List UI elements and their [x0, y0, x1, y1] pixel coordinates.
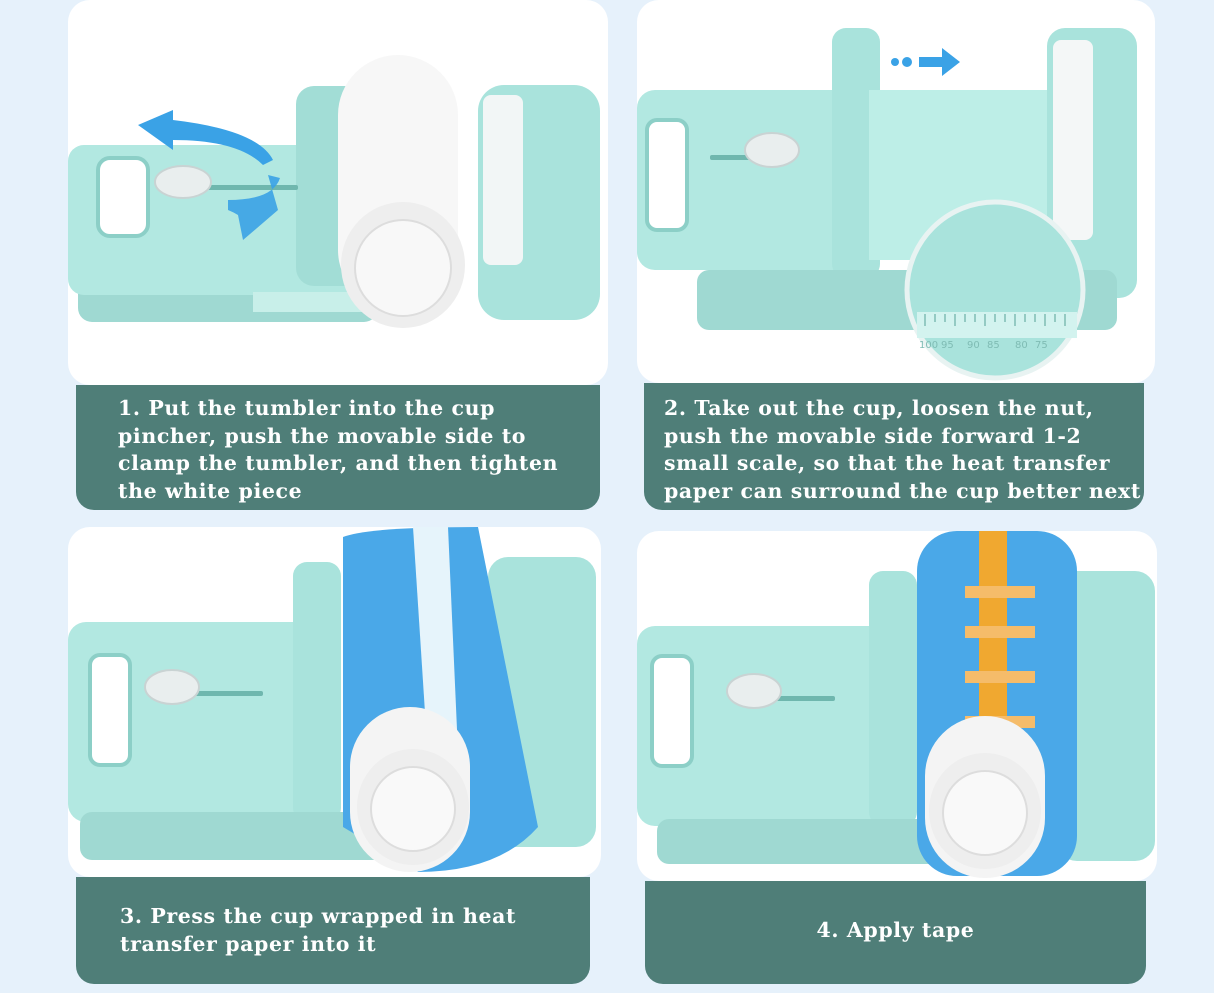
- step-1-text: 1. Put the tumbler into the cup pincher,…: [118, 396, 559, 503]
- scale-label: 80: [1015, 340, 1028, 351]
- step-3-photo: [68, 527, 601, 877]
- step-4-illustration: [637, 531, 1155, 878]
- step-1-illustration: [68, 55, 600, 328]
- rotate-arrow-icon: [138, 110, 273, 165]
- scale-label: 75: [1035, 340, 1048, 351]
- step-3-text: 3. Press the cup wrapped in heat transfe…: [120, 904, 517, 956]
- step-1-caption: 1. Put the tumbler into the cup pincher,…: [76, 385, 600, 510]
- move-right-arrow-icon: [919, 48, 960, 76]
- scale-label: 95: [941, 340, 954, 351]
- step-3-caption: 3. Press the cup wrapped in heat transfe…: [76, 877, 590, 984]
- step-2-illustration: 100 95 90 85 80 75: [637, 28, 1137, 381]
- scale-labels: 100 95 90 85 80 75: [919, 340, 1048, 351]
- step-4-caption: 4. Apply tape: [645, 881, 1146, 984]
- scale-label: 100: [919, 340, 938, 351]
- step-3-illustration: [68, 527, 596, 872]
- scale-label: 90: [967, 340, 980, 351]
- step-2-text: 2. Take out the cup, loosen the nut, pus…: [664, 396, 1141, 503]
- step-4-photo: [637, 531, 1157, 881]
- scale-label: 85: [987, 340, 1000, 351]
- step-2-photo: 100 95 90 85 80 75: [637, 0, 1155, 383]
- step-4-text: 4. Apply tape: [816, 918, 975, 942]
- step-1-photo: [68, 0, 608, 385]
- step-2-caption: 2. Take out the cup, loosen the nut, pus…: [644, 383, 1144, 510]
